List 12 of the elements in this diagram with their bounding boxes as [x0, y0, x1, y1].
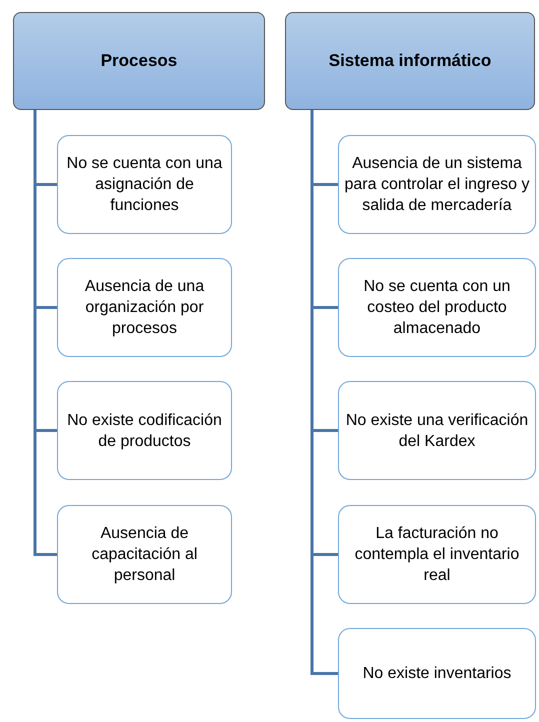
problem-box: Ausencia de una organización por procesos: [57, 258, 232, 357]
problem-box: No se cuenta con un costeo del producto almacenado: [338, 258, 536, 357]
problem-box: Ausencia de un sistema para controlar el ingreso y salida de mercadería: [338, 135, 536, 234]
problem-box: Ausencia de capacitación al personal: [57, 505, 232, 604]
connector-line: [34, 110, 57, 556]
problem-box: No existe inventarios: [338, 628, 536, 719]
category-header: Sistema informático: [285, 12, 535, 110]
problem-box: No se cuenta con una asignación de funciones: [57, 135, 232, 234]
problem-box: La facturación no contempla el inventario real: [338, 505, 536, 604]
problem-box: No existe una verificación del Kardex: [338, 381, 536, 480]
category-header: Procesos: [13, 12, 265, 110]
problem-box: No existe codificación de productos: [57, 381, 232, 480]
